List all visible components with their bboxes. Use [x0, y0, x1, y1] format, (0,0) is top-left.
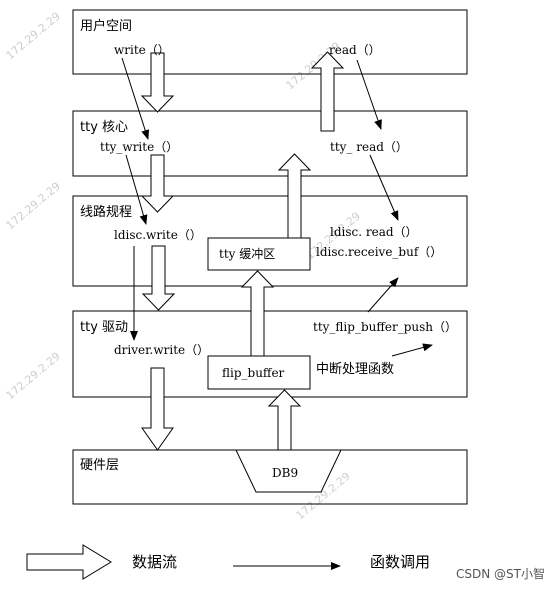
user-space-title: 用户空间 [80, 18, 132, 34]
line-discipline-title: 线路规程 [80, 204, 132, 220]
call-arrow-write-to-tty-write [121, 57, 150, 140]
footer-credit: CSDN @ST小智 [456, 567, 545, 581]
hardware-title: 硬件层 [80, 458, 119, 473]
ldisc-receive-buf-label: ldisc.receive_buf（） [316, 245, 442, 259]
ldisc-read-label: ldisc. read（） [330, 225, 418, 239]
tty-core-box [72, 110, 468, 177]
interrupt-handler-label: 中断处理函数 [316, 362, 394, 377]
driver-write-label: driver.write（） [114, 343, 209, 357]
legend-function-call-label: 函数调用 [370, 553, 430, 571]
read-function-label: read（） [329, 43, 381, 57]
data-flow-arrow-db9-to-flip [267, 389, 302, 451]
data-flow-arrow-core-to-ldisc [140, 154, 175, 213]
svg-text:172.29.2.29: 172.29.2.29 [4, 10, 63, 63]
svg-text:172.29.2.29: 172.29.2.29 [4, 350, 63, 403]
db9-connector [235, 449, 342, 493]
tty-read-label: tty_ read（） [330, 140, 408, 154]
call-arrow-flip-push-to-receive-buf [367, 277, 399, 313]
legend-data-flow-label: 数据流 [132, 553, 177, 571]
tty-write-label: tty_write（） [100, 140, 178, 154]
svg-text:172.29.2.29: 172.29.2.29 [4, 180, 63, 233]
call-arrow-interrupt-to-flip-push [391, 343, 433, 357]
data-flow-arrow-driver-to-hardware [141, 367, 174, 451]
call-arrow-tty-write-to-ldisc-write [125, 154, 148, 225]
flip-buffer-label: flip_buffer [222, 366, 285, 380]
data-flow-arrow-core-to-user [310, 51, 345, 132]
data-flow-arrow-user-to-core [140, 52, 175, 113]
user-space-box [72, 9, 468, 75]
flip-buffer-box [207, 355, 311, 390]
legend-data-flow-arrow [26, 544, 112, 580]
tty-buffer-label: tty 缓冲区 [219, 246, 275, 261]
tty-driver-title: tty 驱动 [80, 320, 128, 335]
data-flow-arrow-buffer-to-core [277, 153, 312, 239]
tty-driver-box [72, 310, 468, 398]
call-arrow-read-to-tty-read [356, 59, 382, 130]
write-function-label: write（） [114, 43, 170, 57]
db9-label: DB9 [272, 466, 298, 480]
tty-core-title: tty 核心 [80, 120, 128, 135]
tty-buffer-box [207, 237, 311, 271]
tty-flip-buffer-push-label: tty_flip_buffer_push（） [313, 320, 457, 334]
data-flow-arrow-flip-to-buffer [240, 270, 275, 359]
data-flow-arrow-ldisc-to-driver [141, 245, 176, 311]
ldisc-write-label: ldisc.write（） [114, 228, 202, 242]
call-arrow-tty-read-to-ldisc-read [369, 154, 399, 221]
